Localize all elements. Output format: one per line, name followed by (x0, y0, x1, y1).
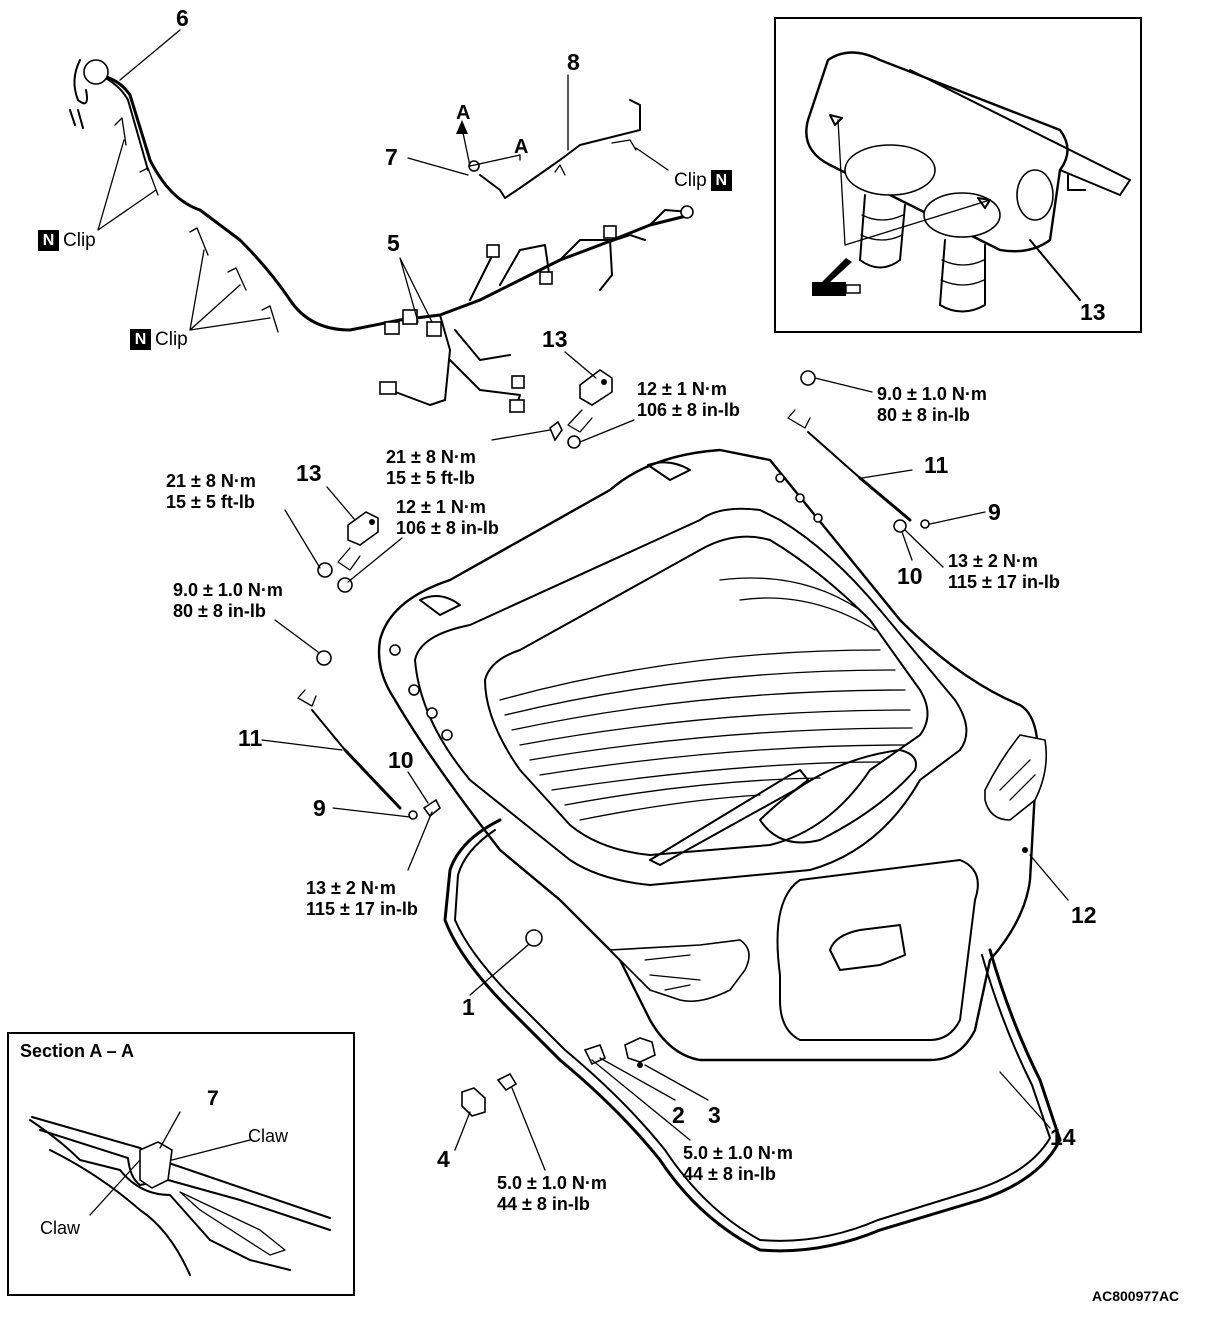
clip-label-left-2: N Clip (130, 329, 188, 350)
parts-2-3 (583, 1037, 656, 1068)
torque-imperial: 15 ± 5 ft-lb (166, 492, 255, 512)
callout-13-lower: 13 (296, 460, 322, 486)
callout-13-detail: 13 (1080, 299, 1106, 325)
section-title: Section A – A (20, 1041, 135, 1061)
tailgate-panel (377, 448, 1048, 1062)
torque-imperial: 80 ± 8 in-lb (173, 601, 266, 621)
screwdriver-icon (812, 258, 861, 296)
torque-hinge-lower-nut: 21 ± 8 N·m 15 ± 5 ft-lb (166, 471, 256, 513)
torque-strut-right-upper: 9.0 ± 1.0 N·m 80 ± 8 in-lb (877, 384, 987, 426)
torque-metric: 12 ± 1 N·m (637, 379, 727, 399)
torque-imperial: 115 ± 17 in-lb (306, 899, 418, 919)
clip-text: Clip (674, 170, 707, 191)
callout-3: 3 (708, 1102, 721, 1128)
callout-11-left: 11 (238, 725, 263, 751)
callout-10-right: 10 (897, 563, 923, 589)
n-badge: N (38, 230, 59, 251)
gas-strut-left (297, 650, 442, 820)
callout-6: 6 (176, 5, 189, 31)
wiring-harness (69, 59, 694, 413)
weatherstrip (443, 818, 1062, 1253)
torque-imperial: 44 ± 8 in-lb (497, 1194, 590, 1214)
callout-9-right: 9 (988, 499, 1001, 525)
clip-label-right: Clip N (674, 170, 732, 191)
torque-metric: 5.0 ± 1.0 N·m (497, 1173, 607, 1193)
torque-strut-left-lower: 13 ± 2 N·m 115 ± 17 in-lb (306, 878, 418, 920)
clip-label-left-1: N Clip (38, 230, 96, 251)
part-8-harness (468, 99, 641, 199)
torque-strut-left-upper: 9.0 ± 1.0 N·m 80 ± 8 in-lb (173, 580, 283, 622)
torque-strut-right-lower: 13 ± 2 N·m 115 ± 17 in-lb (948, 551, 1060, 593)
callout-11-right: 11 (924, 452, 949, 478)
torque-metric: 9.0 ± 1.0 N·m (877, 384, 987, 404)
callout-9-left: 9 (313, 795, 326, 821)
callout-5: 5 (387, 230, 400, 256)
clip-text: Clip (155, 329, 188, 350)
torque-hinge-upper-bolt: 12 ± 1 N·m 106 ± 8 in-lb (637, 379, 740, 421)
torque-hinge-upper-nut: 21 ± 8 N·m 15 ± 5 ft-lb (386, 447, 476, 489)
callout-12: 12 (1071, 902, 1097, 928)
torque-metric: 5.0 ± 1.0 N·m (683, 1143, 793, 1163)
torque-metric: 13 ± 2 N·m (948, 551, 1038, 571)
grommet-1 (525, 929, 543, 947)
torque-metric: 9.0 ± 1.0 N·m (173, 580, 283, 600)
torque-imperial: 106 ± 8 in-lb (396, 518, 499, 538)
torque-hinge-lower-bolt: 12 ± 1 N·m 106 ± 8 in-lb (396, 497, 499, 539)
callout-7-section: 7 (207, 1087, 219, 1110)
torque-metric: 21 ± 8 N·m (166, 471, 256, 491)
torque-imperial: 44 ± 8 in-lb (683, 1164, 776, 1184)
torque-metric: 12 ± 1 N·m (396, 497, 486, 517)
torque-metric: 13 ± 2 N·m (306, 878, 396, 898)
torque-part-2: 5.0 ± 1.0 N·m 44 ± 8 in-lb (683, 1143, 793, 1185)
figure-code: AC800977AC (1092, 1288, 1180, 1304)
torque-imperial: 106 ± 8 in-lb (637, 400, 740, 420)
clip-text: Clip (63, 230, 96, 251)
section-arrow-a-2: A (514, 136, 529, 158)
callout-2: 2 (672, 1102, 685, 1128)
torque-imperial: 115 ± 17 in-lb (948, 572, 1060, 592)
claw-label-bottom: Claw (40, 1218, 81, 1238)
torque-part-4: 5.0 ± 1.0 N·m 44 ± 8 in-lb (497, 1173, 607, 1215)
n-badge: N (130, 329, 151, 350)
detail-inset-bumper (774, 17, 1142, 333)
callout-14: 14 (1050, 1124, 1076, 1150)
torque-metric: 21 ± 8 N·m (386, 447, 476, 467)
callout-1: 1 (462, 994, 475, 1020)
part-4 (461, 1072, 518, 1117)
torque-imperial: 15 ± 5 ft-lb (386, 468, 475, 488)
callout-4: 4 (437, 1146, 450, 1172)
callout-7: 7 (385, 144, 398, 170)
torque-imperial: 80 ± 8 in-lb (877, 405, 970, 425)
n-badge: N (710, 170, 732, 191)
callout-13-upper: 13 (542, 326, 568, 352)
callout-8: 8 (567, 49, 580, 75)
section-a-a-inset (7, 1032, 355, 1296)
hinge-lower (317, 511, 379, 593)
leader-lines (97, 29, 1069, 1171)
claw-label-top: Claw (248, 1126, 289, 1146)
section-arrow-a-1: A (456, 102, 471, 124)
callout-10-left: 10 (388, 747, 414, 773)
hinge-upper (549, 369, 613, 449)
